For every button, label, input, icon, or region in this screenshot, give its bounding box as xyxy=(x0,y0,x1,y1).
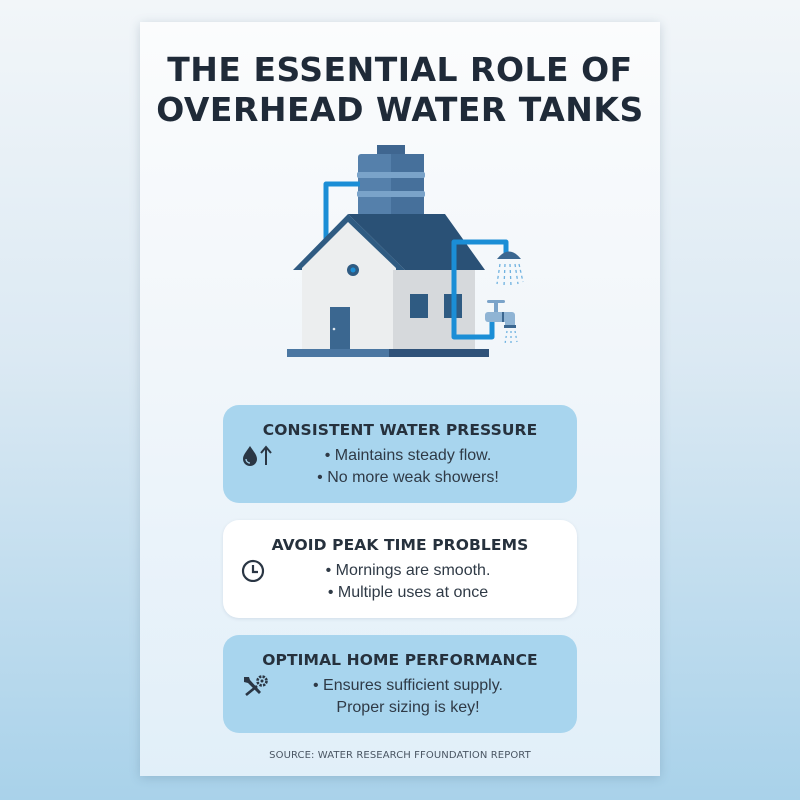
house-icon xyxy=(287,214,489,357)
card-optimal-home-performance: OPTIMAL HOME PERFORMANCE • Ensures suffi… xyxy=(223,635,577,733)
poster-title: THE ESSENTIAL ROLE OF OVERHEAD WATER TAN… xyxy=(140,50,660,130)
card-bullet: Proper sizing is key! xyxy=(336,699,480,716)
water-drop-arrow-up-icon xyxy=(243,445,272,466)
card-bullet: • No more weak showers! xyxy=(317,469,499,486)
card-title: CONSISTENT WATER PRESSURE xyxy=(262,421,538,439)
infographic-poster: THE ESSENTIAL ROLE OF OVERHEAD WATER TAN… xyxy=(140,22,660,776)
source-citation: SOURCE: WATER RESEARCH FFOUNDATION REPOR… xyxy=(269,750,531,761)
house-water-tank-illustration xyxy=(287,145,524,357)
card-bullet: • Maintains steady flow. xyxy=(324,447,492,464)
card-body: • Ensures sufficient supply. Proper sizi… xyxy=(223,675,577,719)
card-body: • Mornings are smooth. • Multiple uses a… xyxy=(223,560,577,604)
title-line-2: OVERHEAD WATER TANKS xyxy=(156,90,644,129)
card-consistent-water-pressure: CONSISTENT WATER PRESSURE • Maintains st… xyxy=(223,405,577,503)
card-title: OPTIMAL HOME PERFORMANCE xyxy=(262,651,538,669)
clock-icon xyxy=(241,559,265,582)
card-body: • Maintains steady flow. • No more weak … xyxy=(223,445,577,489)
water-tank-icon xyxy=(357,145,425,216)
outlet-pipe-icon xyxy=(451,239,509,340)
card-bullet: • Ensures sufficient supply. xyxy=(313,677,503,694)
title-line-1: THE ESSENTIAL ROLE OF xyxy=(167,50,633,89)
card-title: AVOID PEAK TIME PROBLEMS xyxy=(271,536,529,554)
faucet-icon xyxy=(485,300,518,346)
wrench-gear-icon xyxy=(244,675,268,697)
card-bullet: • Mornings are smooth. xyxy=(325,562,491,579)
shower-head-icon xyxy=(496,251,524,287)
card-avoid-peak-time-problems: AVOID PEAK TIME PROBLEMS • Mornings are … xyxy=(223,520,577,618)
card-bullet: • Multiple uses at once xyxy=(327,584,489,601)
